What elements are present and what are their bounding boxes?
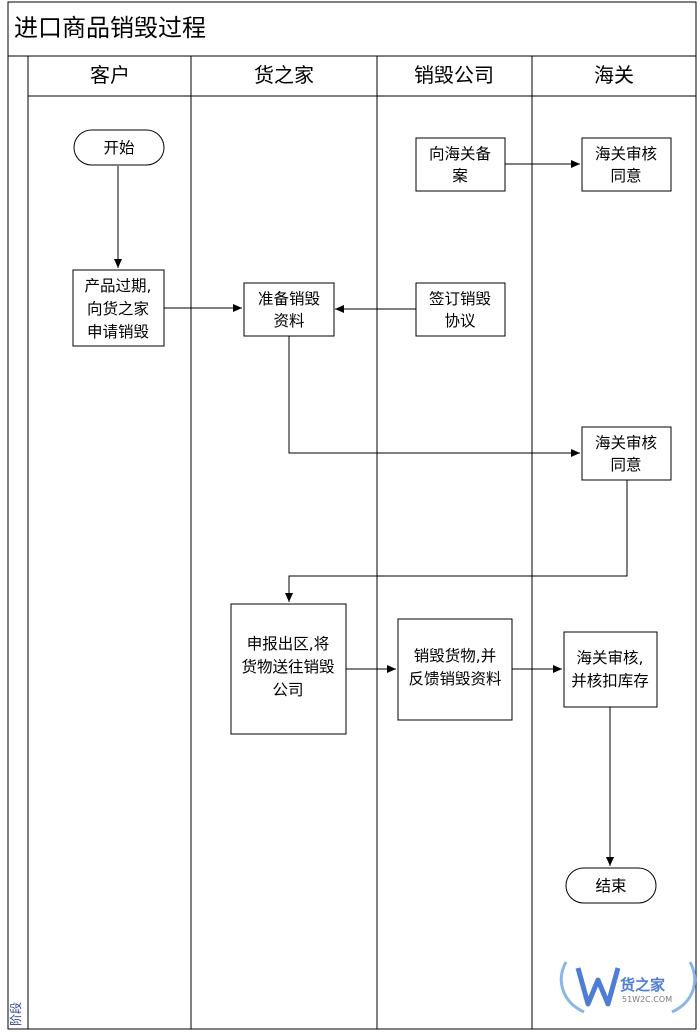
process-approve3 xyxy=(563,631,658,708)
process-filing xyxy=(415,137,506,192)
node-agreement-line-1: 协议 xyxy=(444,312,476,330)
watermark: 货之家 51W2C.COM xyxy=(559,961,697,1014)
node-approve1: 海关审核 同意 xyxy=(581,137,672,192)
process-destroy xyxy=(397,618,513,721)
lane-title-destroyer: 销毁公司 xyxy=(414,63,494,87)
node-end-line-0: 结束 xyxy=(595,877,626,895)
node-approve1-line-0: 海关审核 xyxy=(595,145,657,163)
node-approve1-line-1: 同意 xyxy=(610,166,641,185)
node-prepare: 准备销毁 资料 xyxy=(243,282,335,337)
edge-approve2-declare xyxy=(285,480,628,602)
node-prepare-line-0: 准备销毁 xyxy=(258,290,320,308)
terminator-start xyxy=(73,129,165,166)
process-agreement xyxy=(415,282,506,337)
node-agreement-line-0: 签订销毁 xyxy=(429,290,491,308)
watermark-w-icon xyxy=(575,967,621,1007)
outer-frame xyxy=(7,1,697,1030)
node-approve2-line-0: 海关审核 xyxy=(595,434,657,452)
watermark-wreath-icon xyxy=(559,961,697,1014)
node-agreement: 签订销毁 协议 xyxy=(415,282,506,337)
node-start: 开始 xyxy=(73,129,165,166)
node-approve2: 海关审核 同意 xyxy=(581,426,672,481)
terminator-end xyxy=(565,867,657,904)
lane-title-huozhijia: 货之家 xyxy=(254,63,314,87)
node-approve3-line-0: 海关审核, xyxy=(577,649,644,667)
watermark-brand: 货之家 xyxy=(620,976,665,994)
lane-title-customs: 海关 xyxy=(594,63,634,87)
node-destroy-line-1: 反馈销毁资料 xyxy=(408,670,501,688)
node-approve3: 海关审核, 并核扣库存 xyxy=(563,631,658,708)
node-apply: 产品过期, 向货之家 申请销毁 xyxy=(72,269,165,347)
node-declare-line-1: 货物送往销毁 xyxy=(241,658,334,676)
node-apply-line-2: 申请销毁 xyxy=(87,323,149,341)
node-prepare-line-1: 资料 xyxy=(273,312,304,330)
process-approve1 xyxy=(581,137,672,192)
node-destroy-line-0: 销毁货物,并 xyxy=(414,647,496,665)
node-filing-line-1: 案 xyxy=(452,167,468,185)
node-approve3-line-1: 并核扣库存 xyxy=(571,672,649,690)
watermark-domain: 51W2C.COM xyxy=(622,995,672,1004)
node-filing: 向海关备 案 xyxy=(415,137,506,192)
node-declare: 申报出区,将 货物送往销毁 公司 xyxy=(230,603,347,735)
node-apply-line-1: 向货之家 xyxy=(87,300,149,318)
node-start-line-0: 开始 xyxy=(103,139,135,157)
node-approve2-line-1: 同意 xyxy=(610,455,641,474)
node-end: 结束 xyxy=(565,867,657,904)
edge-prepare-approve2 xyxy=(288,336,580,457)
node-declare-line-2: 公司 xyxy=(272,681,303,699)
diagram-title: 进口商品销毁过程 xyxy=(14,14,206,42)
process-apply xyxy=(72,269,165,347)
lane-title-customer: 客户 xyxy=(90,63,130,87)
process-approve2 xyxy=(581,426,672,481)
node-filing-line-0: 向海关备 xyxy=(429,145,492,163)
node-declare-line-0: 申报出区,将 xyxy=(247,635,329,653)
stage-label: 阶段 xyxy=(8,1002,23,1026)
process-prepare xyxy=(243,282,335,337)
node-destroy: 销毁货物,并 反馈销毁资料 xyxy=(397,618,513,721)
process-declare xyxy=(230,603,347,735)
node-apply-line-0: 产品过期, xyxy=(85,277,152,295)
connectors xyxy=(114,160,628,866)
